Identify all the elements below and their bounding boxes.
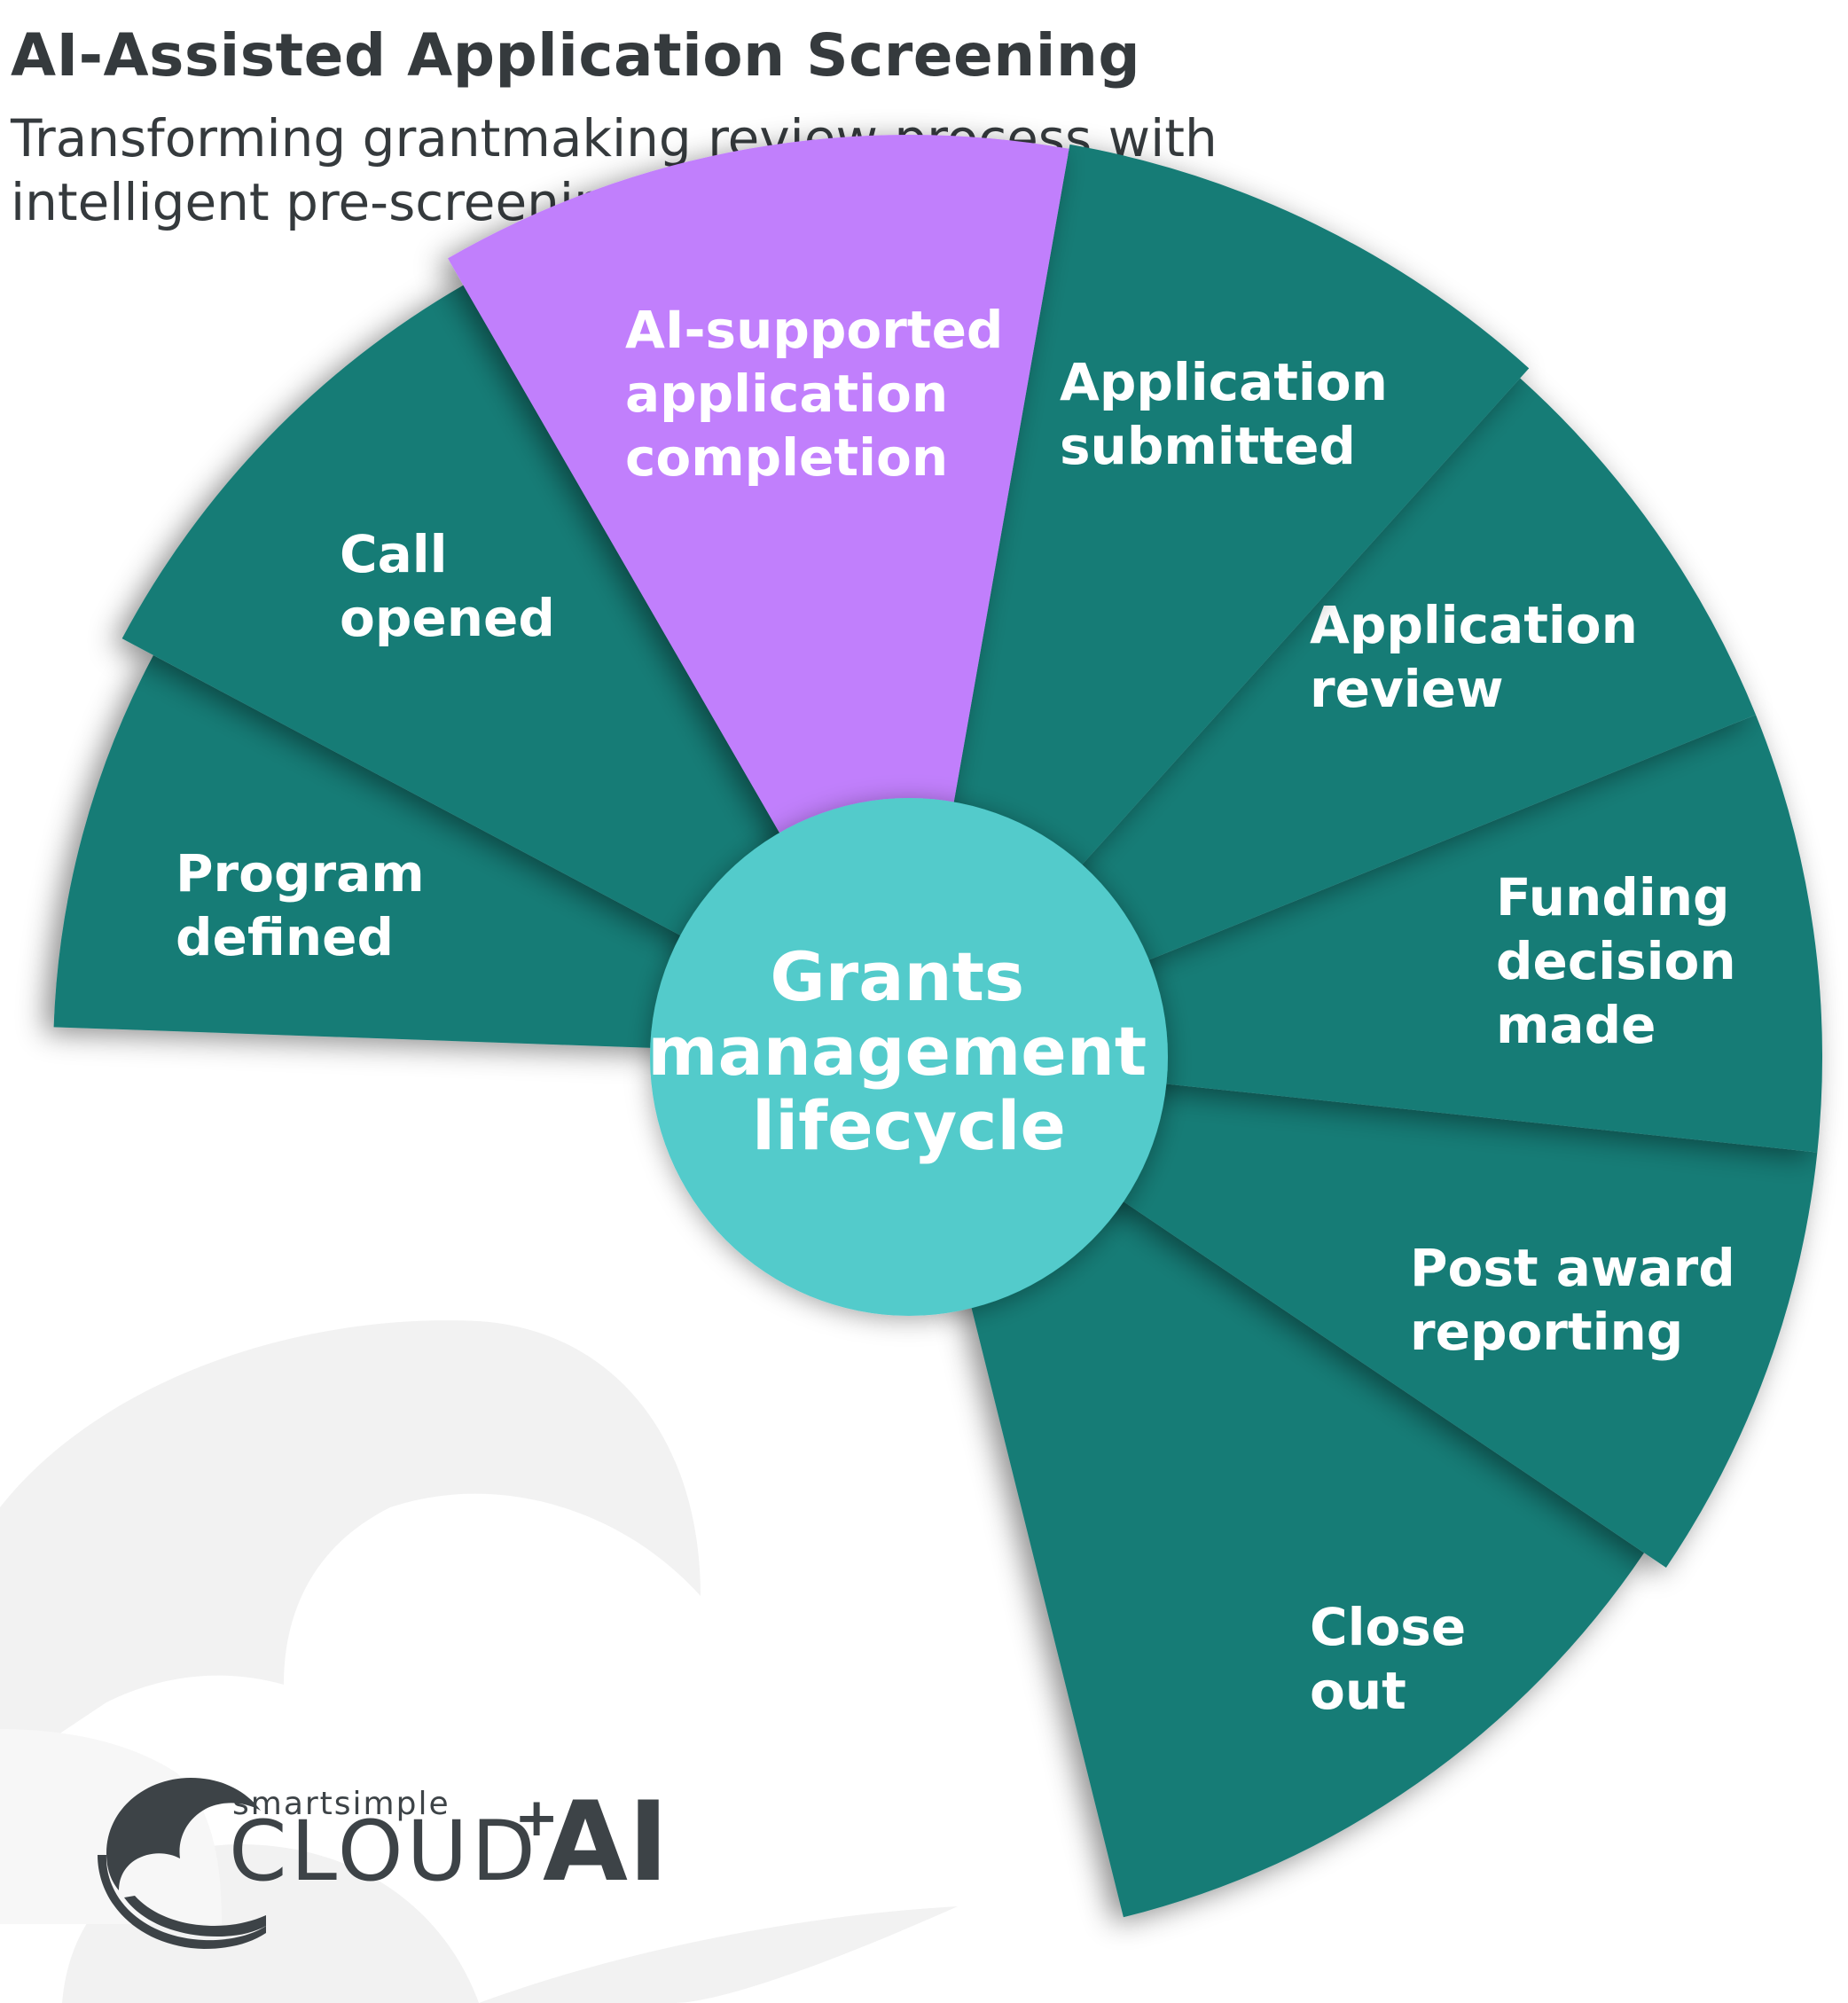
segment-label-line: Program — [176, 843, 425, 904]
segment-label-line: opened — [340, 588, 555, 648]
segment-label-line: Funding — [1496, 867, 1730, 927]
segment-shape — [947, 144, 1530, 893]
hub: Grants management lifecycle — [647, 798, 1170, 1316]
segment-label-line: decision — [1496, 931, 1736, 991]
segment-label-line: AI-supported — [625, 300, 1003, 360]
hub-label-line-1: Grants — [770, 937, 1024, 1016]
segment-shape — [962, 1180, 1645, 1918]
segment-shape-highlight — [448, 134, 1069, 865]
segment-label-line: Close — [1310, 1597, 1466, 1657]
segment-shape — [121, 285, 798, 953]
segment-label-line: submitted — [1060, 416, 1356, 476]
hub-label-line-3: lifecycle — [752, 1086, 1066, 1165]
segment-label-line: Call — [340, 524, 447, 584]
watermark-shape — [0, 1320, 958, 2003]
segment-label-line: defined — [176, 907, 394, 967]
segment-label-line: completion — [625, 427, 948, 488]
segment-label-line: out — [1310, 1661, 1406, 1721]
hub-circle — [650, 798, 1168, 1316]
logo-brand-text: smartsimple — [232, 1786, 450, 1822]
segment-label-line: Post award — [1410, 1238, 1735, 1298]
segment-label-line: Application — [1310, 595, 1638, 655]
cloud-logo-icon — [98, 1778, 266, 1949]
segment-label-line: reporting — [1410, 1302, 1683, 1362]
segment-shape — [1092, 1080, 1818, 1568]
segment-label-line: review — [1310, 659, 1504, 719]
brand-logo: smartsimple CLOUD + AI — [98, 1778, 669, 1949]
hub-label-line-2: management — [647, 1012, 1147, 1091]
logo-plus-text: + — [514, 1787, 559, 1849]
page-title: AI-Assisted Application Screening — [11, 21, 1141, 90]
segment-shape — [1114, 715, 1822, 1153]
segment-label-line: application — [625, 364, 948, 424]
hub-label: Grants management lifecycle — [647, 937, 1170, 1165]
logo-product-text: CLOUD — [229, 1803, 539, 1900]
segment-label-line: Application — [1060, 352, 1388, 412]
segment-shape — [53, 654, 714, 1050]
segment-label-line: made — [1496, 995, 1656, 1055]
segment-shape — [1057, 378, 1756, 974]
logo-ai-text: AI — [543, 1779, 669, 1906]
